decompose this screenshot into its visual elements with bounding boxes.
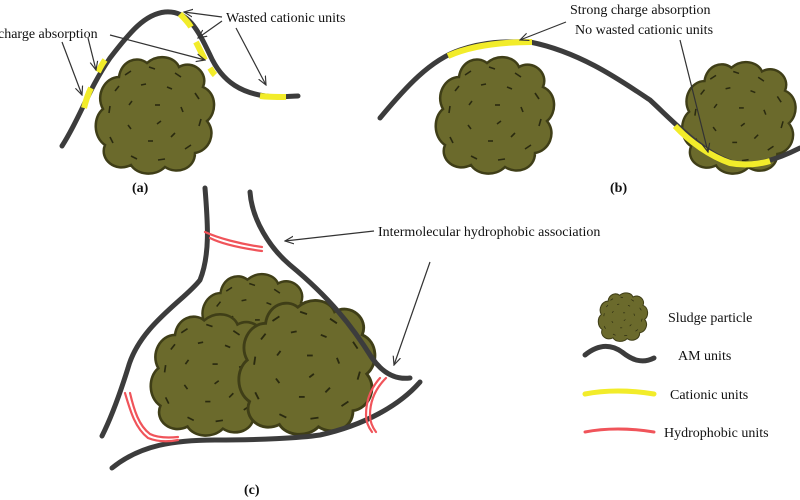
panel-a-label: (a) [132,181,149,196]
arrows-a [61,12,266,95]
panel-b: Strong charge absorption No wasted catio… [377,3,800,196]
cationic-segments-b [446,39,771,168]
legend: Sludge particle AM units Cationic units … [582,292,769,441]
legend-am-icon [582,343,657,364]
hydrophobic-association-label: Intermolecular hydrophobic association [378,225,600,240]
hydrophobic-segments-c [123,230,388,443]
sludge-particle-a [94,55,216,175]
sludge-particle-b1 [434,55,556,175]
legend-hydrophobic-icon [583,427,656,434]
strong-charge-label: Strong charge absorption [570,3,711,18]
charge-absorption-label: charge absorption [0,27,98,42]
panel-b-label: (b) [610,181,627,196]
arrows-b [520,21,708,152]
wasted-cationic-label: Wasted cationic units [226,11,345,26]
arrows-c [285,230,431,365]
panel-a: charge absorption Wasted cationic units … [0,11,345,196]
cationic-segments-a [81,11,287,109]
am-chains-c [99,185,423,471]
panel-c: Intermolecular hydrophobic association (… [99,185,600,498]
legend-sludge-label: Sludge particle [668,311,752,326]
legend-cationic-label: Cationic units [670,388,748,403]
legend-hydrophobic-label: Hydrophobic units [664,426,769,441]
legend-sludge-icon [597,292,649,342]
legend-am-label: AM units [678,349,731,364]
legend-cationic-icon [582,388,657,397]
no-wasted-label: No wasted cationic units [575,23,713,38]
panel-c-label: (c) [244,483,260,498]
